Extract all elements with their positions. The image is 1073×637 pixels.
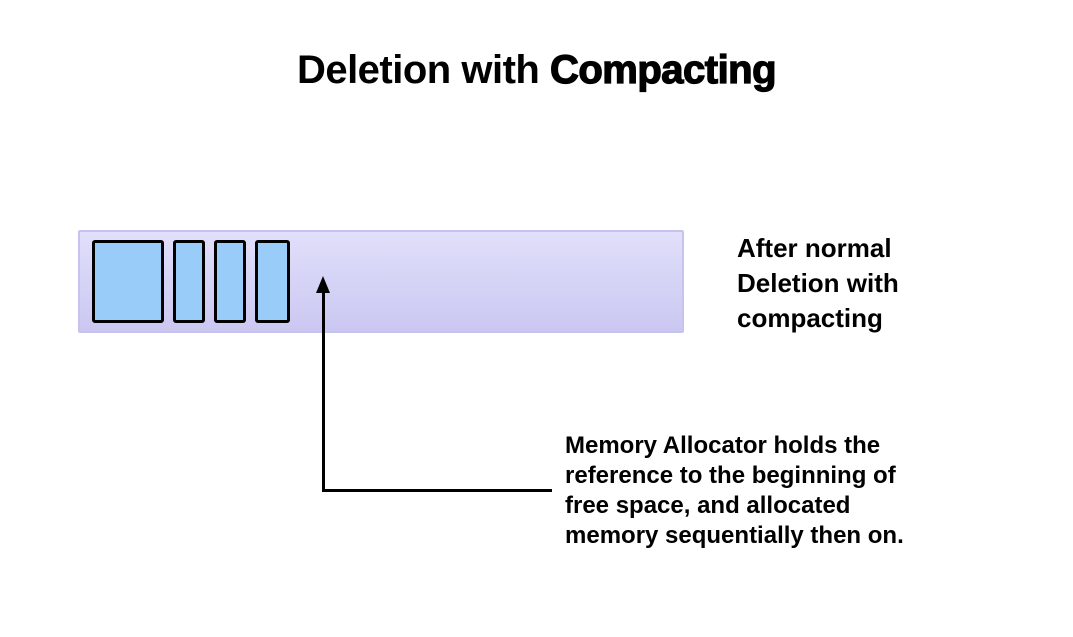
memory-allocator-note: Memory Allocator holds the reference to …	[565, 432, 904, 549]
allocated-block	[173, 240, 205, 323]
slide-title-emphasis: Compacting	[549, 47, 777, 92]
allocated-block	[92, 240, 164, 323]
arrow-horizontal-line	[322, 489, 552, 492]
allocated-block	[214, 240, 246, 323]
allocated-block	[255, 240, 290, 323]
after-deletion-label: After normal Deletion with compacting	[737, 233, 899, 333]
slide-title-prefix: Deletion with	[296, 48, 550, 92]
arrow-vertical-line	[322, 290, 325, 492]
arrow-head-icon	[316, 276, 330, 293]
memory-bar	[78, 230, 684, 333]
slide-title: Deletion with Compacting	[0, 47, 1073, 93]
